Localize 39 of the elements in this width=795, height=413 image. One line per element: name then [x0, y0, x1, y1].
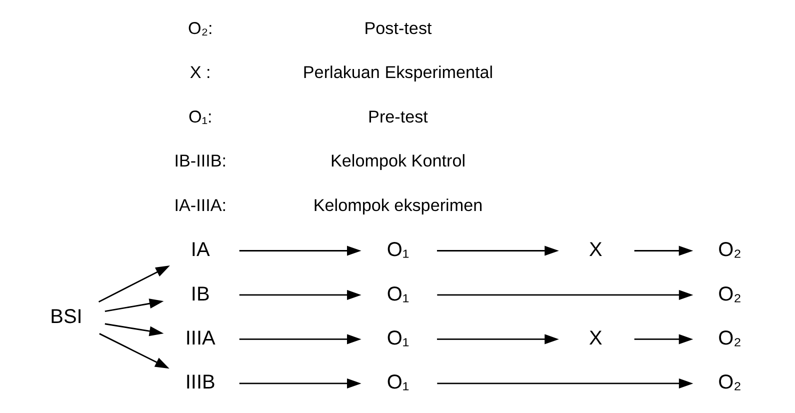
- arrow: [238, 334, 361, 344]
- label: IA-IIIA:: [174, 196, 226, 215]
- arrow: [238, 378, 361, 388]
- label: Pre-test: [368, 107, 428, 126]
- label: Post-test: [364, 18, 432, 38]
- label: O₂:: [188, 18, 212, 38]
- arrow: [436, 334, 558, 344]
- label: X :: [189, 63, 210, 82]
- arrow: [104, 323, 164, 336]
- arrow: [238, 246, 361, 256]
- label: Perlakuan Eksperimental: [302, 63, 493, 82]
- node-text: O₁: [386, 283, 409, 306]
- node-text: IIIA: [184, 327, 215, 350]
- node-text: IB: [190, 283, 210, 306]
- node-text: IA: [190, 239, 210, 262]
- node-text: BSI: [50, 306, 82, 328]
- label: O₁:: [188, 107, 212, 126]
- node-text: O₂: [718, 372, 741, 394]
- node-text: O₂: [718, 239, 741, 262]
- arrow: [436, 378, 693, 388]
- arrow: [98, 333, 169, 369]
- label: IB-IIIB:: [174, 152, 226, 171]
- node-text: O₂: [718, 327, 741, 350]
- arrow: [634, 334, 693, 344]
- node-text: O₂: [718, 283, 741, 306]
- node-text: O₁: [386, 372, 409, 394]
- arrow: [436, 246, 558, 256]
- label: Kelompok Kontrol: [330, 152, 466, 171]
- arrow: [238, 290, 361, 300]
- arrow: [634, 246, 693, 256]
- node-text: O₁: [386, 239, 409, 262]
- arrow: [104, 298, 164, 312]
- node-text: O₁: [386, 327, 409, 350]
- node-text: X: [588, 239, 602, 262]
- node-text: X: [588, 327, 602, 350]
- arrow: [436, 290, 693, 300]
- node-text: IIIB: [184, 372, 215, 394]
- arrow: [98, 266, 170, 303]
- label: Kelompok eksperimen: [312, 196, 482, 215]
